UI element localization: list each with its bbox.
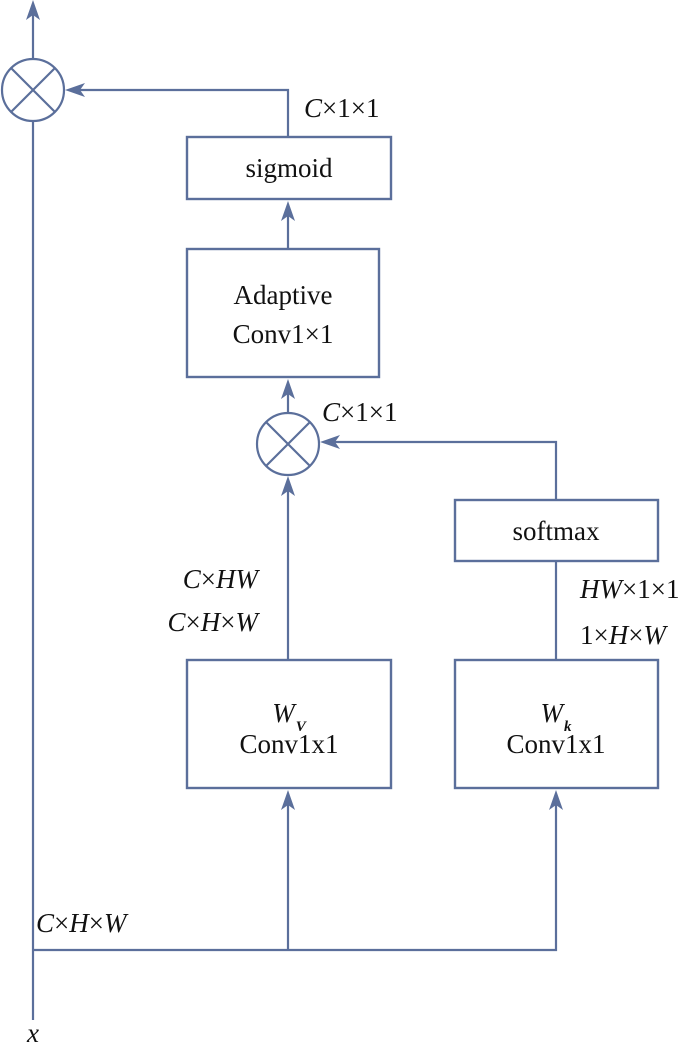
adaptive-label-1: Adaptive: [234, 280, 333, 310]
sigmoid-arrowhead: [65, 83, 85, 97]
input-wk-arrowhead: [549, 790, 563, 810]
dim-mid-in: C×1×1: [322, 397, 397, 427]
adaptive-label-2: Conv1×1: [233, 319, 334, 349]
wv-weight-label: WV: [272, 698, 308, 735]
input-x-label: x: [26, 1018, 39, 1046]
wv-conv-label: Conv1x1: [239, 729, 338, 759]
wk-conv-label: Conv1x1: [506, 729, 605, 759]
dim-input: C×H×W: [36, 908, 129, 938]
multiply-top-icon: [0, 57, 66, 123]
sigmoid-to-multiply-line: [80, 88, 290, 137]
dim-sigmoid-out: C×1×1: [304, 93, 379, 123]
multiply-mid-icon: [255, 411, 321, 477]
dim-wk-out-2: 1×H×W: [580, 620, 668, 650]
adaptive-conv-box: [185, 247, 381, 379]
multiply-mid-out-arrowhead: [281, 379, 295, 399]
softmax-arrowhead: [320, 435, 340, 449]
dim-wv-out-1: C×HW: [183, 564, 261, 594]
sigmoid-label: sigmoid: [245, 153, 333, 183]
sigmoid-box: [185, 135, 393, 201]
softmax-to-multiply-line: [335, 440, 558, 500]
input-branch-line: [33, 804, 558, 952]
dim-wk-out-1: HW×1×1: [579, 574, 679, 604]
dim-wv-out-2: C×H×W: [168, 607, 261, 637]
input-wv-arrowhead: [281, 790, 295, 810]
adaptive-arrowhead: [281, 201, 295, 221]
wk-weight-label: Wk: [541, 698, 573, 735]
output-arrowhead: [26, 0, 40, 20]
wk-conv-box: [453, 658, 660, 790]
wv-arrowhead: [281, 476, 295, 496]
softmax-label: softmax: [513, 516, 600, 546]
wv-conv-box: [185, 658, 393, 790]
